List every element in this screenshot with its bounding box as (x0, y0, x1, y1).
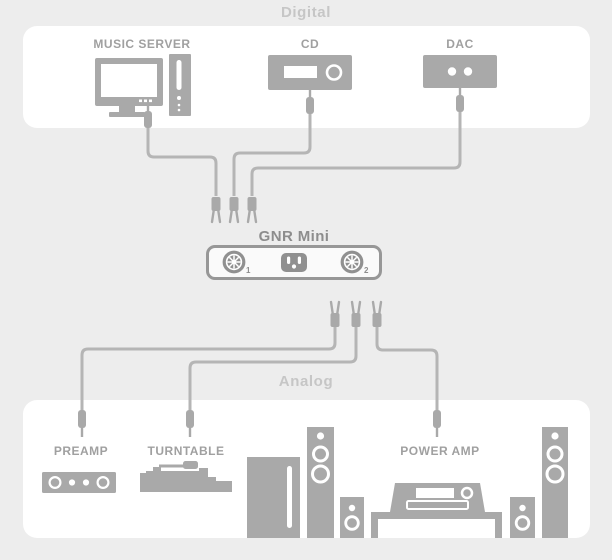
music-server-icon (95, 54, 191, 117)
ground-terminal-icon (222, 250, 246, 274)
dac-icon (423, 55, 497, 88)
dac-label: DAC (446, 37, 474, 51)
turntable-icon (140, 461, 232, 492)
spade-connector-icon (329, 300, 383, 327)
terminal-2-number: 2 (364, 266, 369, 275)
analog-section-title: Analog (278, 373, 334, 390)
power-amp-icon (390, 483, 485, 512)
cd-label: CD (300, 37, 320, 51)
hub-title: GNR Mini (258, 228, 330, 245)
tower-speaker-icon (542, 427, 568, 538)
digital-section-title: Digital (280, 4, 332, 21)
cd-player-icon (268, 55, 352, 90)
iec-power-inlet-icon (281, 253, 307, 272)
bookshelf-speaker-icon (510, 497, 535, 538)
preamp-icon (42, 472, 116, 493)
bookshelf-speaker-icon (340, 497, 364, 538)
banana-plug-icon (78, 410, 441, 437)
spade-connector-icon (210, 197, 258, 224)
preamp-label: PREAMP (53, 444, 109, 458)
av-stand-icon (371, 512, 502, 538)
ground-terminal-icon (340, 250, 364, 274)
power-amp-label: POWER AMP (400, 444, 480, 458)
turntable-label: TURNTABLE (147, 444, 225, 458)
tower-speaker-icon (307, 427, 334, 538)
terminal-1-number: 1 (246, 266, 251, 275)
digital-cables (146, 110, 462, 196)
banana-plug-icon (144, 88, 464, 128)
panel-speaker-icon (247, 457, 300, 538)
music-server-label: MUSIC SERVER (93, 37, 191, 51)
analog-cables (80, 326, 439, 412)
